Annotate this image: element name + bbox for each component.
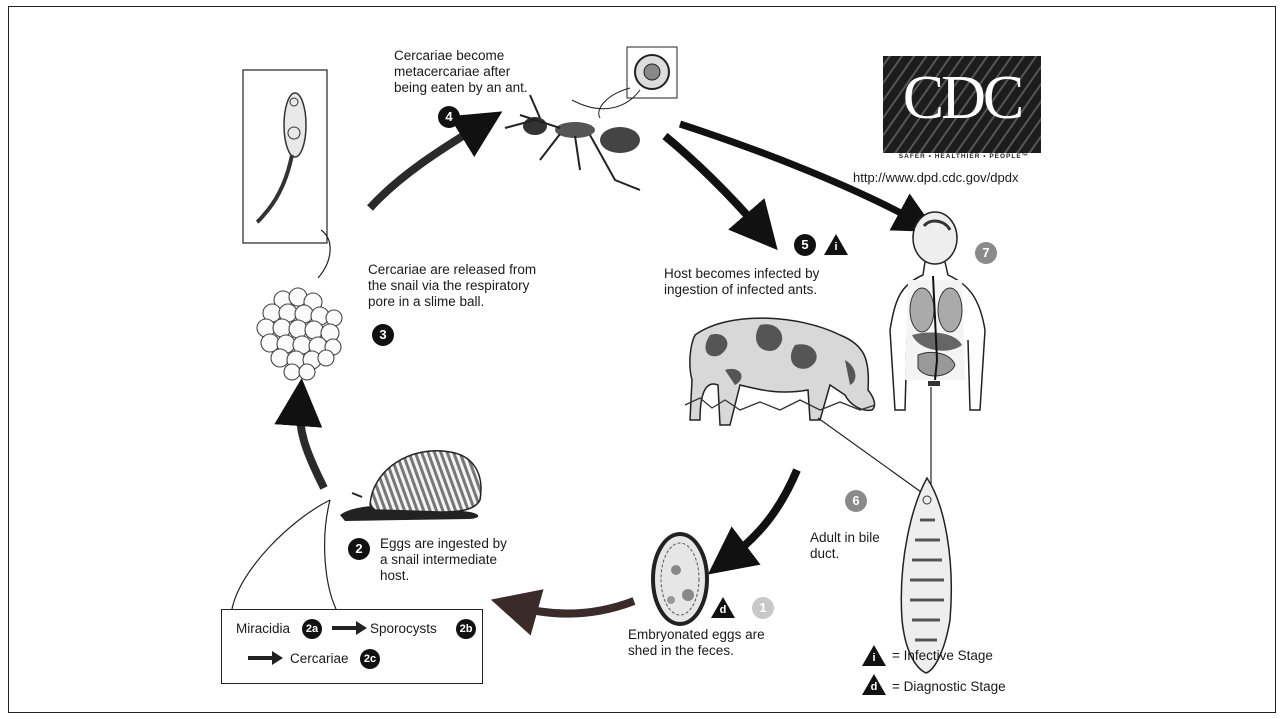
cercariae-label: Cercariae [290,651,349,667]
legend-infective-text: = Infective Stage [892,648,993,664]
infective-stage-icon: i [824,234,848,255]
stage-1-text: Embryonated eggs are shed in the feces. [628,627,765,659]
cdc-tagline: SAFER • HEALTHIER • PEOPLE™ [884,153,1044,160]
arrow-3-to-4 [370,124,482,208]
stage-2a-badge: 2a [302,619,322,639]
slime-ball-image [257,288,342,380]
arrow-right-icon [332,621,368,635]
diagnostic-stage-icon-label: d [719,604,727,616]
legend-diagnostic-icon-label: d [870,681,878,693]
stage-2b-badge: 2b [456,619,476,639]
arrow-cow-to-eggs [727,470,797,560]
cdc-logo: CDC [886,58,1038,138]
stage-1-badge: 1 [752,597,774,619]
snail-stages-box: Miracidia 2a Sporocysts 2b Cercariae 2c [221,609,483,684]
adult-fluke-image [901,478,951,673]
stage-4-text: Cercariae become metacercariae after bei… [394,48,528,96]
infective-stage-icon-label: i [832,241,840,253]
diagnostic-stage-icon: d [711,597,735,618]
stage-2-text: Eggs are ingested by a snail intermediat… [380,536,507,584]
stage-5-badge: 5 [794,234,816,256]
arrow-right-icon [248,651,284,665]
human-image [890,212,985,410]
stage-5-text: Host becomes infected by ingestion of in… [664,266,819,298]
egg-image [653,534,707,624]
arrow-eggs-to-box [514,601,634,614]
stage-7-badge: 7 [975,242,997,264]
stage-6-text: Adult in bile duct. [810,530,880,562]
ant-image [505,47,677,190]
legend-diagnostic-text: = Diagnostic Stage [892,679,1006,695]
legend-infective-icon: i [862,645,886,666]
stage-4-badge: 4 [438,106,460,128]
cercaria-image [243,70,327,243]
stage-2c-badge: 2c [360,649,380,669]
cow-image [685,318,875,425]
legend-diagnostic-icon: d [862,674,886,695]
legend-infective-icon-label: i [870,652,878,664]
stage-6-badge: 6 [845,490,867,512]
stage-3-badge: 3 [372,324,394,346]
arrow-snail-to-slimeball [300,402,324,488]
sporocysts-label: Sporocysts [370,621,437,637]
cdc-url: http://www.dpd.cdc.gov/dpdx [853,170,1018,186]
stage-3-text: Cercariae are released from the snail vi… [368,262,536,310]
stage-2-badge: 2 [348,538,370,560]
snail-image [340,451,481,521]
miracidia-label: Miracidia [236,621,290,637]
